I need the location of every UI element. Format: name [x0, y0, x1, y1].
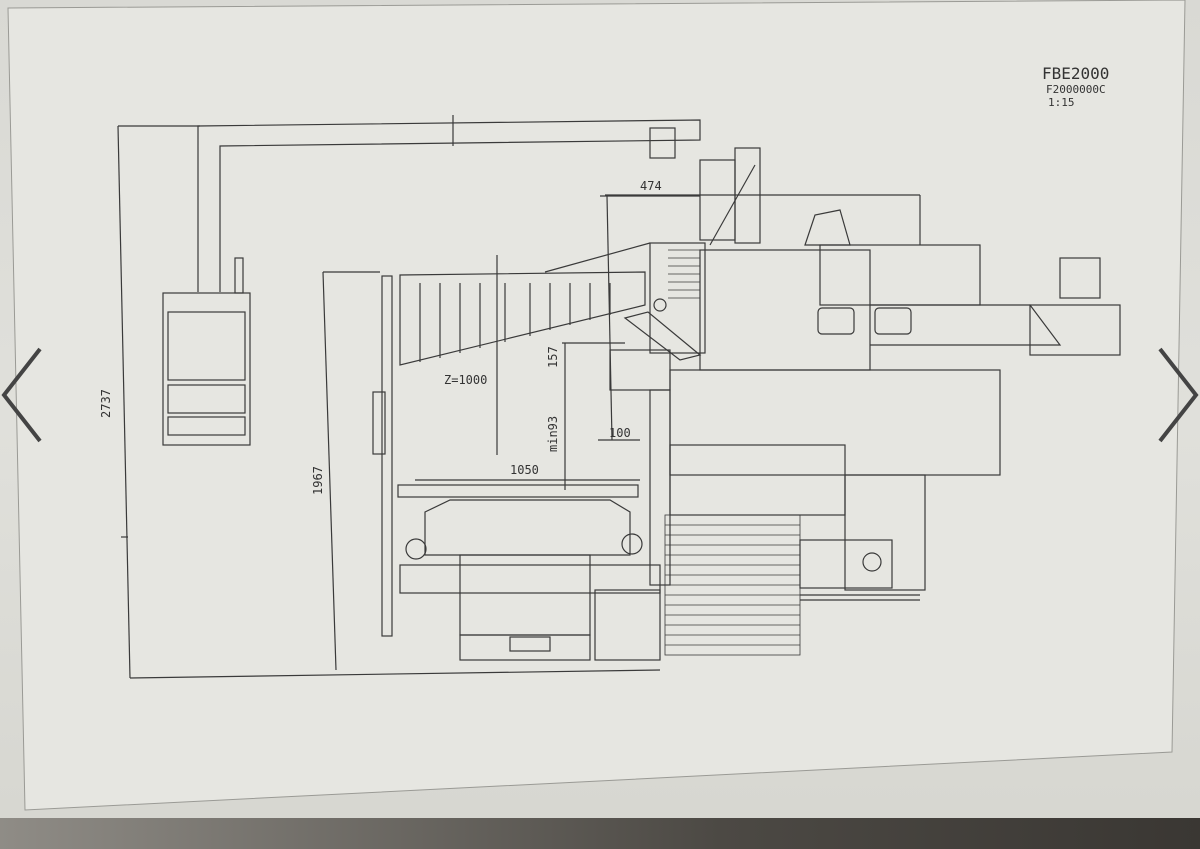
- dim-474: 474: [640, 179, 662, 193]
- next-image-button[interactable]: [1154, 345, 1200, 445]
- cable-arm: [197, 119, 701, 292]
- previous-image-button[interactable]: [0, 345, 46, 445]
- table-edge: [0, 818, 1200, 849]
- chevron-right-icon: [1158, 347, 1199, 443]
- guard-door: [381, 275, 393, 637]
- chip-guard: [399, 242, 651, 366]
- spindle-head: [609, 242, 706, 391]
- dim-1050: 1050: [510, 463, 539, 477]
- model-label: FBE2000: [1042, 64, 1109, 83]
- dim-min93: min93: [546, 416, 560, 452]
- work-table: [397, 484, 661, 661]
- dim-2737: 2737: [99, 389, 113, 418]
- paper-sheet: [7, 0, 1186, 811]
- control-panel: [162, 257, 251, 446]
- dim-100: 100: [609, 426, 631, 440]
- scale-label: 1:15: [1048, 96, 1075, 109]
- drawing-number: F2000000C: [1046, 83, 1106, 96]
- dim-1967: 1967: [311, 466, 325, 495]
- dim-157: 157: [546, 346, 560, 368]
- chevron-left-icon: [1, 347, 42, 443]
- dim-z-travel: Z=1000: [444, 373, 487, 387]
